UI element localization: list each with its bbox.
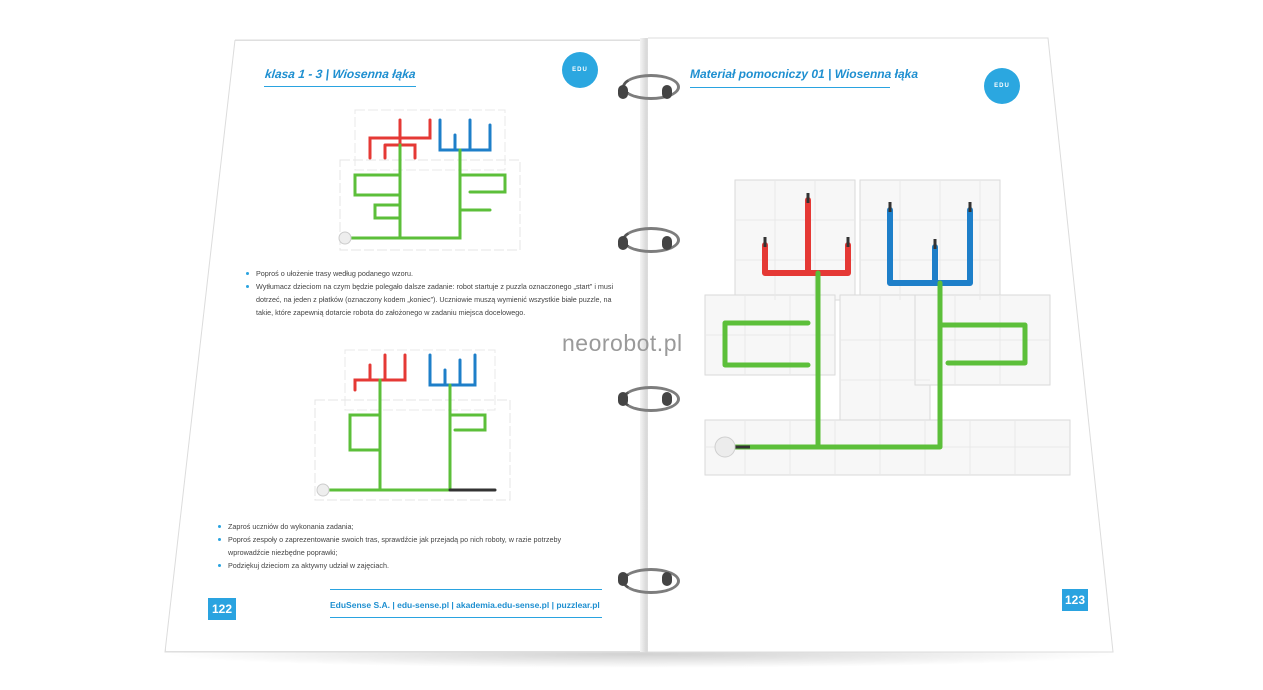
right-header-underline	[690, 87, 890, 88]
left-maze-bottom	[314, 349, 511, 501]
ring-clip-3	[618, 392, 628, 406]
left-page-header: klasa 1 - 3 | Wiosenna łąka	[264, 67, 417, 81]
instruction-item: Zaproś uczniów do wykonania zadania;	[216, 520, 616, 533]
left-page-footer: EduSense S.A. | edu-sense.pl | akademia.…	[330, 600, 600, 610]
ring-clip-1	[618, 85, 628, 99]
ring-clip-3b	[662, 392, 672, 406]
edusense-logo-right: EDU SENSE	[984, 68, 1020, 125]
right-page-outline	[648, 37, 1114, 653]
ring-clip-2b	[662, 236, 672, 250]
left-page	[165, 40, 645, 652]
left-page-outline	[164, 39, 646, 653]
instruction-item: Poproś o ułożenie trasy według podanego …	[244, 267, 614, 280]
ring-clip-4	[618, 572, 628, 586]
footer-bottom-line	[330, 617, 602, 618]
right-maze	[704, 179, 1071, 476]
instruction-item: wprowadźcie niezbędne poprawki;	[228, 548, 338, 557]
ring-clip-1b	[662, 85, 672, 99]
watermark: neorobot.pl	[562, 330, 683, 356]
instruction-item: Wytłumacz dzieciom na czym będzie polega…	[244, 280, 614, 293]
footer-top-line	[330, 589, 602, 590]
instruction-item: dotrzeć, na jeden z płatków (oznaczony k…	[256, 295, 612, 304]
right-page-header: Materiał pomocniczy 01 | Wiosenna łąka	[690, 67, 918, 81]
ring-clip-2	[618, 236, 628, 250]
page-number-left: 122	[208, 598, 236, 620]
left-header-underline	[264, 86, 416, 87]
left-maze-top	[338, 109, 521, 251]
page-number-right: 123	[1062, 589, 1088, 611]
ring-clip-4b	[662, 572, 672, 586]
instruction-item: takie, które zapewnią dotarcie robota do…	[256, 308, 526, 317]
instruction-item: Podziękuj dzieciom za aktywny udział w z…	[216, 559, 616, 572]
instructions-top: Poproś o ułożenie trasy według podanego …	[244, 267, 614, 319]
edusense-logo-left: EDU SENSE	[562, 52, 598, 109]
instructions-bottom: Zaproś uczniów do wykonania zadania; Pop…	[216, 520, 616, 572]
instruction-item: Poproś zespoły o zaprezentowanie swoich …	[216, 533, 616, 546]
